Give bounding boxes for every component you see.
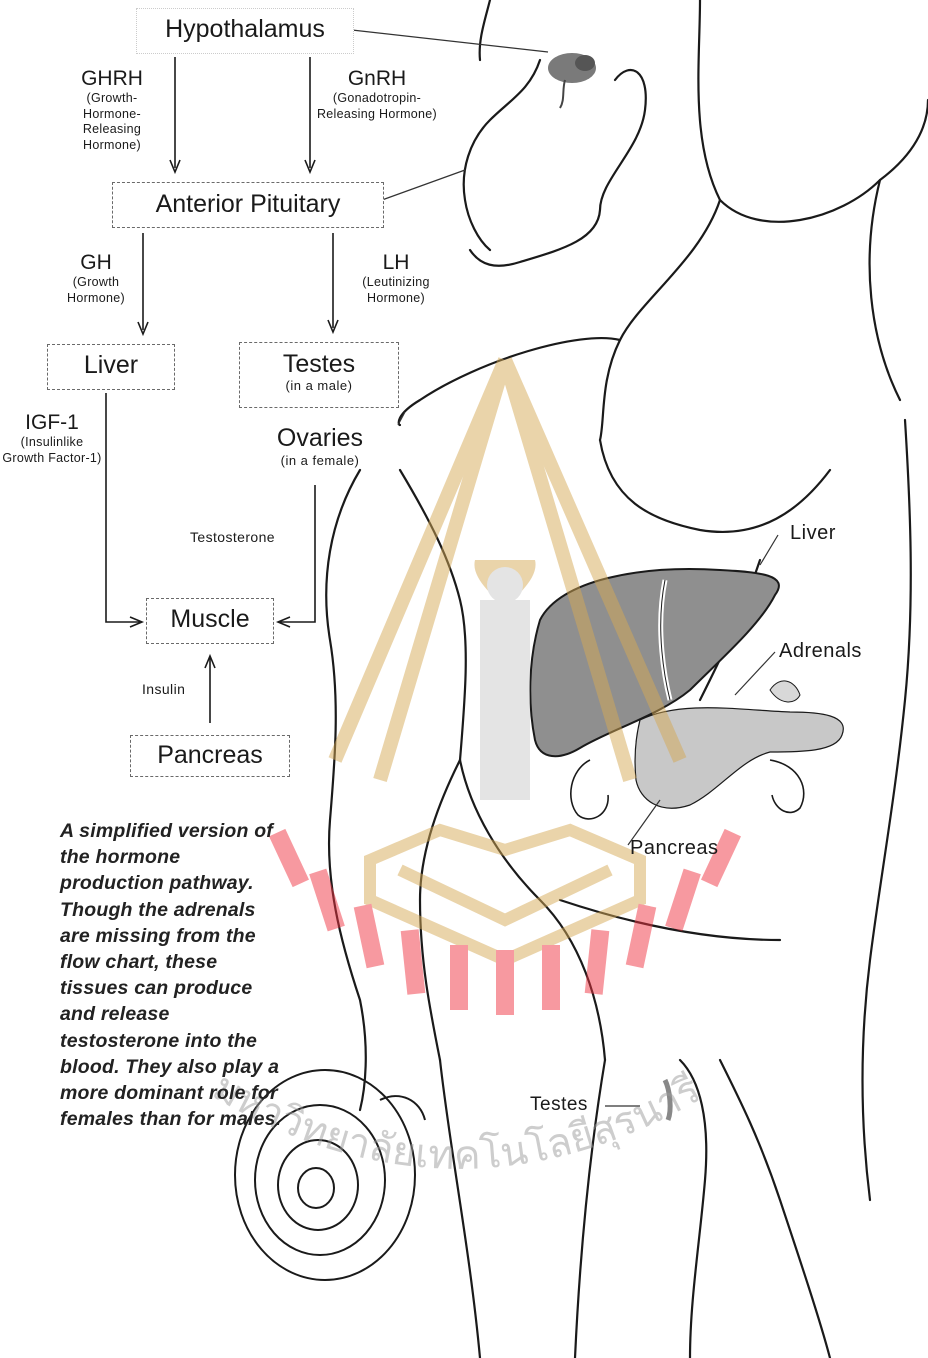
gh-label: GH (Growth Hormone): [52, 252, 140, 306]
figure-caption: A simplified version of the hormone prod…: [60, 818, 282, 1132]
lh-label: LH (Leutinizing Hormone): [346, 252, 446, 306]
testosterone-label: Testosterone: [190, 529, 275, 545]
ovaries-label: Ovaries (in a female): [244, 426, 396, 467]
testes-node: Testes (in a male): [239, 342, 399, 408]
anatomy-label-adrenals: Adrenals: [779, 640, 862, 663]
insulin-label: Insulin: [142, 681, 185, 697]
igf1-label: IGF-1 (Insulinlike Growth Factor-1): [2, 412, 102, 466]
anterior-pituitary-node: Anterior Pituitary: [112, 182, 384, 228]
anatomy-label-liver: Liver: [790, 522, 836, 545]
muscle-node: Muscle: [146, 598, 274, 644]
pancreas-node: Pancreas: [130, 735, 290, 777]
ghrh-label: GHRH (Growth-Hormone-Releasing Hormone): [66, 68, 158, 154]
anatomy-label-testes: Testes: [530, 1094, 588, 1116]
liver-node: Liver: [47, 344, 175, 390]
hypothalamus-drawing: [548, 53, 596, 108]
anatomy-label-pancreas: Pancreas: [630, 837, 719, 860]
hypothalamus-node: Hypothalamus: [136, 8, 354, 54]
adrenal-organ: [770, 681, 800, 702]
gnrh-label: GnRH (Gonadotropin-Releasing Hormone): [316, 68, 438, 122]
